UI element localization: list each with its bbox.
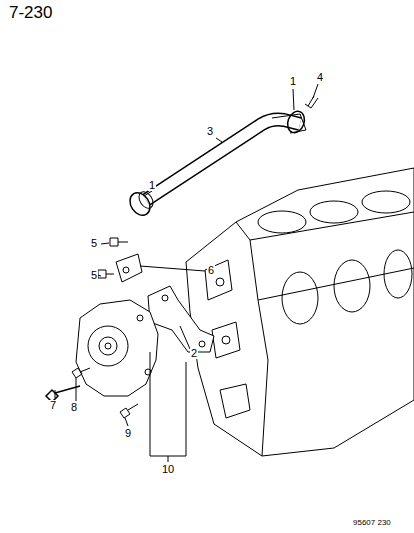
cylinder-bore (310, 201, 358, 223)
bolt (120, 404, 138, 418)
bolt (98, 270, 114, 278)
bolt (110, 238, 128, 246)
figure-code: 95607 230 (352, 519, 392, 527)
bolt-hole (137, 315, 143, 321)
pump-hub (99, 337, 117, 355)
bolt (305, 96, 318, 108)
water-pipe (146, 120, 300, 201)
callout-number: 2 (190, 348, 198, 359)
o-ring (285, 109, 308, 135)
engine-block (186, 168, 414, 456)
pump-pulley (88, 326, 128, 366)
callout-number: 5 (90, 238, 98, 249)
callout-number: 4 (316, 72, 324, 83)
water-pipe-inner (146, 120, 300, 201)
bolt-hole (199, 341, 205, 347)
callout-number: 9 (124, 428, 132, 439)
page-number: 7-230 (8, 4, 53, 21)
bolt (72, 368, 90, 378)
block-edges (236, 212, 414, 456)
cylinder-bore (282, 272, 318, 324)
callout-number: 6 (207, 265, 215, 276)
group-bracket (150, 352, 186, 462)
water-pump-body (76, 300, 158, 396)
gasket (148, 286, 214, 352)
callout-number: 7 (49, 400, 57, 411)
callout-number: 5 (90, 270, 98, 281)
callout-number: 3 (206, 126, 214, 137)
pump-shaft (105, 343, 111, 349)
o-ring (126, 189, 154, 219)
bolt-hole (222, 336, 230, 344)
bolt-hole (216, 278, 224, 286)
cylinder-bore (334, 260, 370, 312)
bracket-plate (116, 254, 142, 282)
callout-number: 1 (148, 180, 156, 191)
cylinder-bore (258, 211, 306, 233)
callout-number: 1 (289, 76, 297, 87)
bolt-hole (162, 295, 168, 301)
bolt-hole (123, 267, 129, 273)
callout-number: 10 (161, 464, 175, 475)
callout-number: 8 (70, 402, 78, 413)
cylinder-bore (362, 191, 410, 213)
cylinder-bore (384, 250, 412, 298)
